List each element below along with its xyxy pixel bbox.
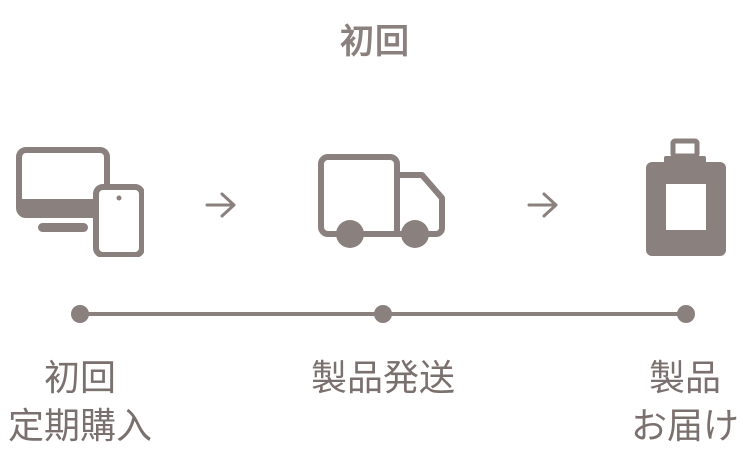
- page-title: 初回: [340, 22, 410, 62]
- arrow-right-icon: [205, 192, 236, 218]
- step-label: 製品 お届け: [610, 355, 750, 451]
- timeline-dot: [677, 305, 695, 323]
- step-label-line: 定期購入: [7, 406, 152, 447]
- step-label: 初回 定期購入: [0, 355, 170, 451]
- devices-icon: [16, 147, 144, 257]
- bottle-icon: [646, 138, 726, 256]
- step-label-line: 製品発送: [310, 358, 455, 399]
- timeline-dot: [374, 305, 392, 323]
- step-label-line: 初回: [43, 358, 116, 399]
- step-label: 製品発送: [293, 355, 473, 403]
- step-label-line: お届け: [630, 406, 739, 447]
- truck-icon: [318, 154, 445, 248]
- timeline-dot: [71, 305, 89, 323]
- step-label-line: 製品: [648, 358, 721, 399]
- arrow-right-icon: [527, 192, 558, 218]
